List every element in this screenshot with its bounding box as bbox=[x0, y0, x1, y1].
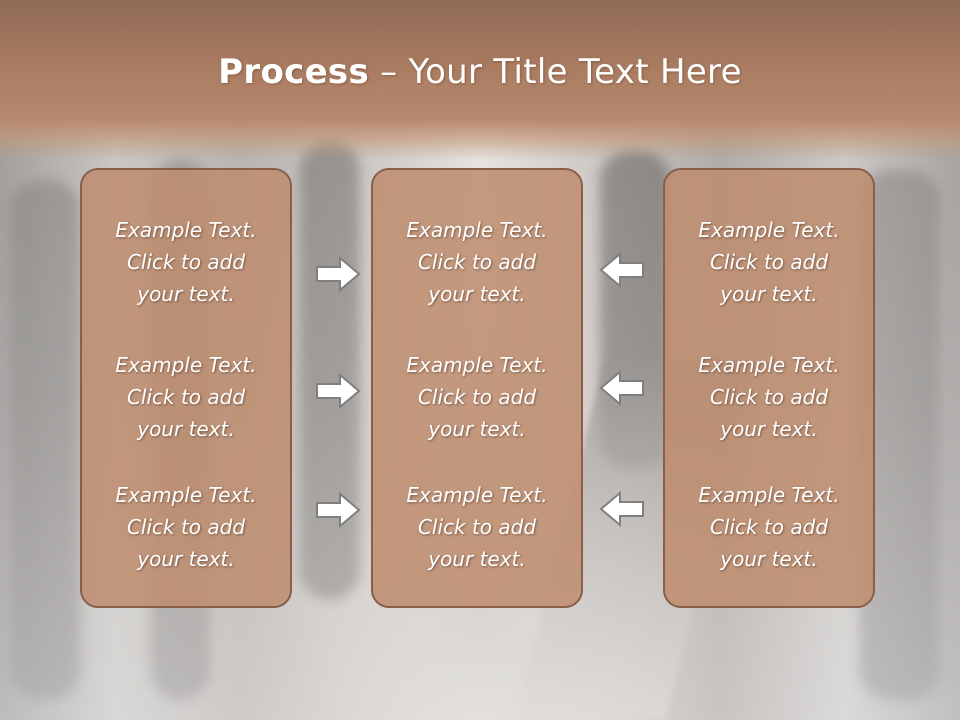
text-line: Click to add bbox=[417, 250, 537, 274]
text-line: Example Text. bbox=[698, 353, 840, 377]
text-line: your text. bbox=[428, 417, 526, 441]
text-block[interactable]: Example Text. Click to add your text. bbox=[665, 349, 873, 445]
text-line: your text. bbox=[720, 417, 818, 441]
text-line: Example Text. bbox=[406, 218, 548, 242]
text-line: your text. bbox=[720, 282, 818, 306]
process-box-left[interactable]: Example Text. Click to add your text. Ex… bbox=[80, 168, 292, 608]
text-line: Example Text. bbox=[698, 483, 840, 507]
text-line: your text. bbox=[428, 547, 526, 571]
right-arrow-icon bbox=[316, 492, 361, 528]
text-line: Click to add bbox=[417, 385, 537, 409]
text-line: Click to add bbox=[709, 515, 829, 539]
text-block[interactable]: Example Text. Click to add your text. bbox=[373, 214, 581, 310]
text-line: Click to add bbox=[126, 385, 246, 409]
process-box-center[interactable]: Example Text. Click to add your text. Ex… bbox=[371, 168, 583, 608]
slide-title[interactable]: Process – Your Title Text Here bbox=[0, 52, 960, 92]
left-arrow-icon bbox=[599, 491, 644, 527]
title-bold: Process bbox=[218, 52, 370, 92]
text-block[interactable]: Example Text. Click to add your text. bbox=[665, 214, 873, 310]
left-arrow-icon bbox=[599, 370, 644, 406]
left-arrow-icon bbox=[599, 252, 644, 288]
text-line: your text. bbox=[137, 282, 235, 306]
text-block[interactable]: Example Text. Click to add your text. bbox=[373, 349, 581, 445]
text-line: Click to add bbox=[709, 385, 829, 409]
process-box-right[interactable]: Example Text. Click to add your text. Ex… bbox=[663, 168, 875, 608]
text-line: Example Text. bbox=[115, 483, 257, 507]
text-block[interactable]: Example Text. Click to add your text. bbox=[373, 479, 581, 575]
text-block[interactable]: Example Text. Click to add your text. bbox=[665, 479, 873, 575]
text-block[interactable]: Example Text. Click to add your text. bbox=[82, 349, 290, 445]
right-arrow-icon bbox=[316, 373, 361, 409]
text-line: your text. bbox=[137, 417, 235, 441]
text-line: Click to add bbox=[126, 250, 246, 274]
text-line: Example Text. bbox=[698, 218, 840, 242]
text-line: Click to add bbox=[709, 250, 829, 274]
text-line: Example Text. bbox=[115, 218, 257, 242]
text-line: your text. bbox=[428, 282, 526, 306]
text-line: your text. bbox=[720, 547, 818, 571]
text-line: Example Text. bbox=[406, 483, 548, 507]
title-rest: – Your Title Text Here bbox=[369, 52, 742, 92]
title-bar bbox=[0, 0, 960, 160]
text-line: Example Text. bbox=[115, 353, 257, 377]
text-block[interactable]: Example Text. Click to add your text. bbox=[82, 479, 290, 575]
right-arrow-icon bbox=[316, 256, 361, 292]
text-block[interactable]: Example Text. Click to add your text. bbox=[82, 214, 290, 310]
text-line: Example Text. bbox=[406, 353, 548, 377]
text-line: Click to add bbox=[417, 515, 537, 539]
text-line: Click to add bbox=[126, 515, 246, 539]
text-line: your text. bbox=[137, 547, 235, 571]
